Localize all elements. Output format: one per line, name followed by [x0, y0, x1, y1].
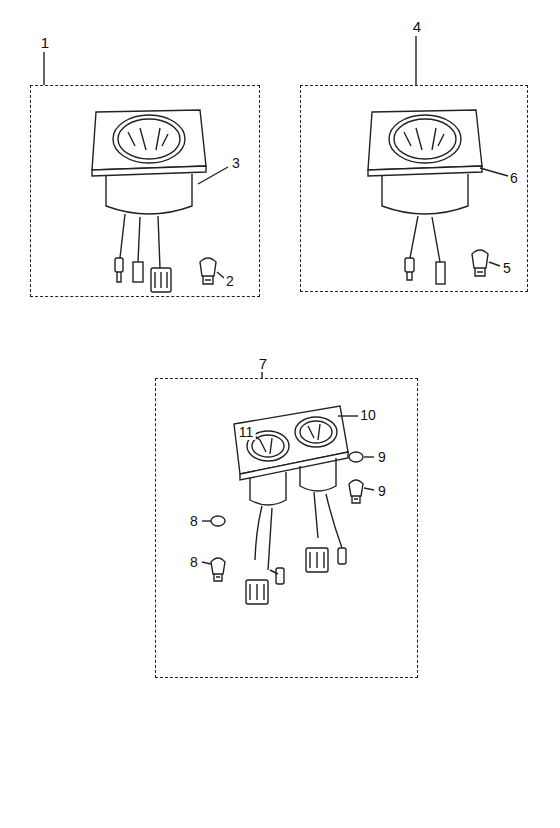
callout-number: 10 [358, 407, 378, 423]
callout-number: 4 [411, 18, 423, 35]
callout-number: 9 [376, 449, 388, 465]
callout-number: 2 [224, 273, 236, 289]
leader-line [489, 262, 500, 266]
leader-line [364, 488, 374, 490]
callout-number: 1 [39, 34, 51, 51]
leader-line [198, 167, 228, 184]
leader-line [415, 36, 416, 85]
parts-group-box: 4 [300, 85, 528, 292]
leader-line [202, 562, 211, 564]
leader-line [480, 168, 508, 176]
gauge-4 [368, 110, 488, 284]
callout-number: 9 [376, 483, 388, 499]
leader-line [255, 436, 260, 440]
callout-number: 5 [501, 260, 513, 276]
callout-number: 6 [508, 170, 520, 186]
callout-number: 8 [188, 554, 200, 570]
callout-number: 3 [230, 155, 242, 171]
gauge-1 [92, 110, 216, 292]
leader-line [217, 272, 224, 278]
parts-group-box: 1 [30, 85, 260, 297]
leader-line [202, 520, 211, 521]
callout-number: 8 [188, 513, 200, 529]
leader-line [43, 52, 44, 85]
gauge-7 [211, 406, 363, 604]
leader-line [364, 456, 374, 457]
callout-number: 7 [257, 355, 269, 372]
callout-number: 11 [237, 424, 256, 440]
leader-line [338, 415, 360, 416]
